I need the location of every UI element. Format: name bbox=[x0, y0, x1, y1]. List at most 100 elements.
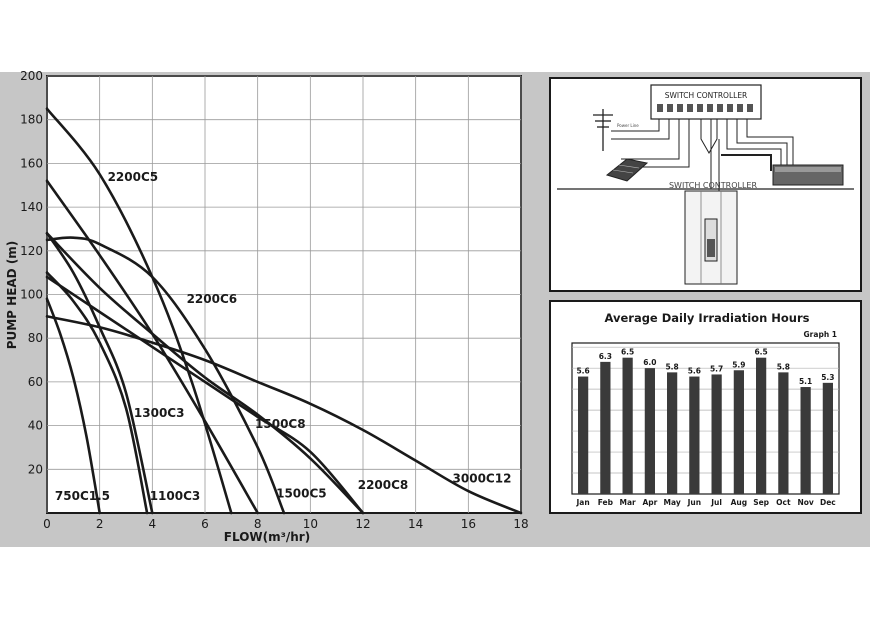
y-tick-label: 40 bbox=[28, 419, 43, 433]
series-lines bbox=[45, 107, 523, 515]
bar-feb bbox=[600, 361, 611, 494]
bar-value-label: 5.8 bbox=[777, 362, 790, 371]
x-tick-label: 0 bbox=[43, 517, 51, 531]
x-tick-label: 16 bbox=[461, 517, 476, 531]
y-tick-label: 180 bbox=[20, 113, 43, 127]
tick-labels: 0 2 4 6 8 10 12 14 16 18 20 40 60 80 100 120 140 160 180 20… bbox=[20, 69, 529, 531]
series-line-3000c12 bbox=[45, 315, 523, 515]
y-tick-label: 20 bbox=[28, 462, 43, 476]
series-line-1500c8 bbox=[45, 275, 365, 515]
bar-aug bbox=[733, 370, 744, 494]
y-axis-label: PUMP HEAD (m) bbox=[5, 241, 19, 350]
x-tick-label: 8 bbox=[254, 517, 262, 531]
power-line-label: Power Line bbox=[617, 123, 639, 128]
bar-mar bbox=[622, 357, 633, 494]
y-tick-label: 140 bbox=[20, 200, 43, 214]
series-label-1100c3: 1100C3 bbox=[150, 489, 201, 503]
bar-value-label: 5.6 bbox=[688, 367, 701, 376]
month-label-apr: Apr bbox=[642, 498, 657, 507]
bar-value-label: 5.1 bbox=[799, 377, 812, 386]
x-tick-label: 2 bbox=[96, 517, 104, 531]
bar-sep bbox=[756, 357, 767, 494]
month-label-jan: Jan bbox=[576, 498, 590, 507]
month-label-feb: Feb bbox=[598, 498, 614, 507]
series-line-750c1-5 bbox=[45, 297, 101, 515]
bar-value-label: 6.5 bbox=[754, 348, 767, 357]
x-tick-label: 12 bbox=[355, 517, 370, 531]
bar-value-label: 5.9 bbox=[732, 360, 745, 369]
irradiation-chart-panel: Average Daily Irradiation Hours Graph 1 … bbox=[549, 300, 862, 514]
series-label-3000c12: 3000C12 bbox=[453, 471, 512, 485]
bar-value-label: 6.0 bbox=[643, 358, 656, 367]
series-label-750c1-5: 750C1.5 bbox=[55, 489, 110, 503]
series-label-2200c6: 2200C6 bbox=[187, 292, 238, 306]
series-line-1300c3 bbox=[45, 232, 154, 515]
irradiation-bar-chart: Average Daily Irradiation Hours Graph 1 … bbox=[571, 311, 840, 507]
y-tick-label: 160 bbox=[20, 156, 43, 170]
bar-value-label: 5.7 bbox=[710, 364, 723, 373]
bar-jan bbox=[578, 376, 589, 494]
month-label-aug: Aug bbox=[731, 498, 748, 507]
bars bbox=[578, 357, 833, 494]
installation-diagram: SWITCH CONTROLLER bbox=[557, 84, 854, 285]
bar-value-label: 5.3 bbox=[821, 373, 834, 382]
bar-value-labels: 5.6 6.3 6.5 6.0 5.8 5.6 5.7 5.9 6.5 5.8 5.1 5.3 bbox=[576, 348, 834, 386]
y-tick-label: 200 bbox=[20, 69, 43, 83]
discharge-pipe bbox=[721, 154, 772, 171]
bar-jul bbox=[711, 374, 722, 494]
bar-jun bbox=[689, 376, 700, 494]
submersible-pump-icon bbox=[704, 218, 718, 262]
month-label-jun: Jun bbox=[687, 498, 701, 507]
series-labels: 2200C5 2200C6 1300C3 1500C8 750C1.5 1100C3 150… bbox=[55, 170, 512, 503]
solar-panel-icon bbox=[605, 158, 649, 182]
x-tick-label: 4 bbox=[149, 517, 157, 531]
y-tick-label: 100 bbox=[20, 288, 43, 302]
month-label-sep: Sep bbox=[753, 498, 769, 507]
series-label-1500c8: 1500C8 bbox=[255, 417, 306, 431]
grid-lines bbox=[46, 75, 522, 513]
series-line-2200c8 bbox=[45, 232, 365, 515]
series-label-1300c3: 1300C3 bbox=[134, 406, 185, 420]
month-labels: Jan Feb Mar Apr May Jun Jul Aug Sep Oct Nov Dec bbox=[576, 498, 836, 507]
water-tank-icon bbox=[772, 164, 844, 186]
y-tick-label: 120 bbox=[20, 244, 43, 258]
series-line-1100c3 bbox=[45, 271, 149, 515]
bar-value-label: 5.8 bbox=[665, 362, 678, 371]
month-label-may: May bbox=[664, 498, 681, 507]
power-pole-icon bbox=[593, 109, 613, 151]
x-tick-label: 6 bbox=[201, 517, 209, 531]
controller-mid-label: SWITCH CONTROLLER bbox=[669, 181, 757, 190]
bar-nov bbox=[800, 387, 811, 494]
y-tick-label: 60 bbox=[28, 375, 43, 389]
bar-grid-lines bbox=[572, 346, 839, 474]
bar-oct bbox=[778, 372, 789, 494]
series-label-1500c5: 1500C5 bbox=[276, 487, 327, 501]
bar-apr bbox=[644, 368, 655, 494]
month-label-nov: Nov bbox=[797, 498, 813, 507]
chart-title: Average Daily Irradiation Hours bbox=[604, 311, 809, 325]
bar-value-label: 6.5 bbox=[621, 348, 634, 357]
month-label-dec: Dec bbox=[820, 498, 836, 507]
series-label-2200c5: 2200C5 bbox=[108, 170, 159, 184]
switch-controller-diagram-panel: SWITCH CONTROLLER bbox=[549, 77, 862, 292]
series-line-1500c5 bbox=[45, 236, 286, 515]
bar-value-label: 5.6 bbox=[576, 367, 589, 376]
bar-value-label: 6.3 bbox=[599, 352, 612, 361]
bar-plot-area bbox=[571, 342, 840, 495]
x-tick-label: 18 bbox=[513, 517, 528, 531]
controller-top-label: SWITCH CONTROLLER bbox=[665, 91, 748, 100]
pump-curve-chart: 0 2 4 6 8 10 12 14 16 18 20 40 60 80 100 120 140 160 180 20… bbox=[5, 69, 529, 544]
month-label-oct: Oct bbox=[776, 498, 791, 507]
month-label-mar: Mar bbox=[620, 498, 637, 507]
chart-subtitle: Graph 1 bbox=[804, 330, 837, 339]
x-axis-label: FLOW(m³/hr) bbox=[224, 530, 310, 544]
x-tick-label: 10 bbox=[303, 517, 318, 531]
x-tick-label: 14 bbox=[408, 517, 423, 531]
controller-box bbox=[650, 84, 762, 120]
y-tick-label: 80 bbox=[28, 331, 43, 345]
month-label-jul: Jul bbox=[710, 498, 722, 507]
bar-may bbox=[667, 372, 678, 494]
controller-terminals bbox=[657, 104, 753, 112]
bar-dec bbox=[822, 382, 833, 494]
series-label-2200c8: 2200C8 bbox=[358, 478, 409, 492]
